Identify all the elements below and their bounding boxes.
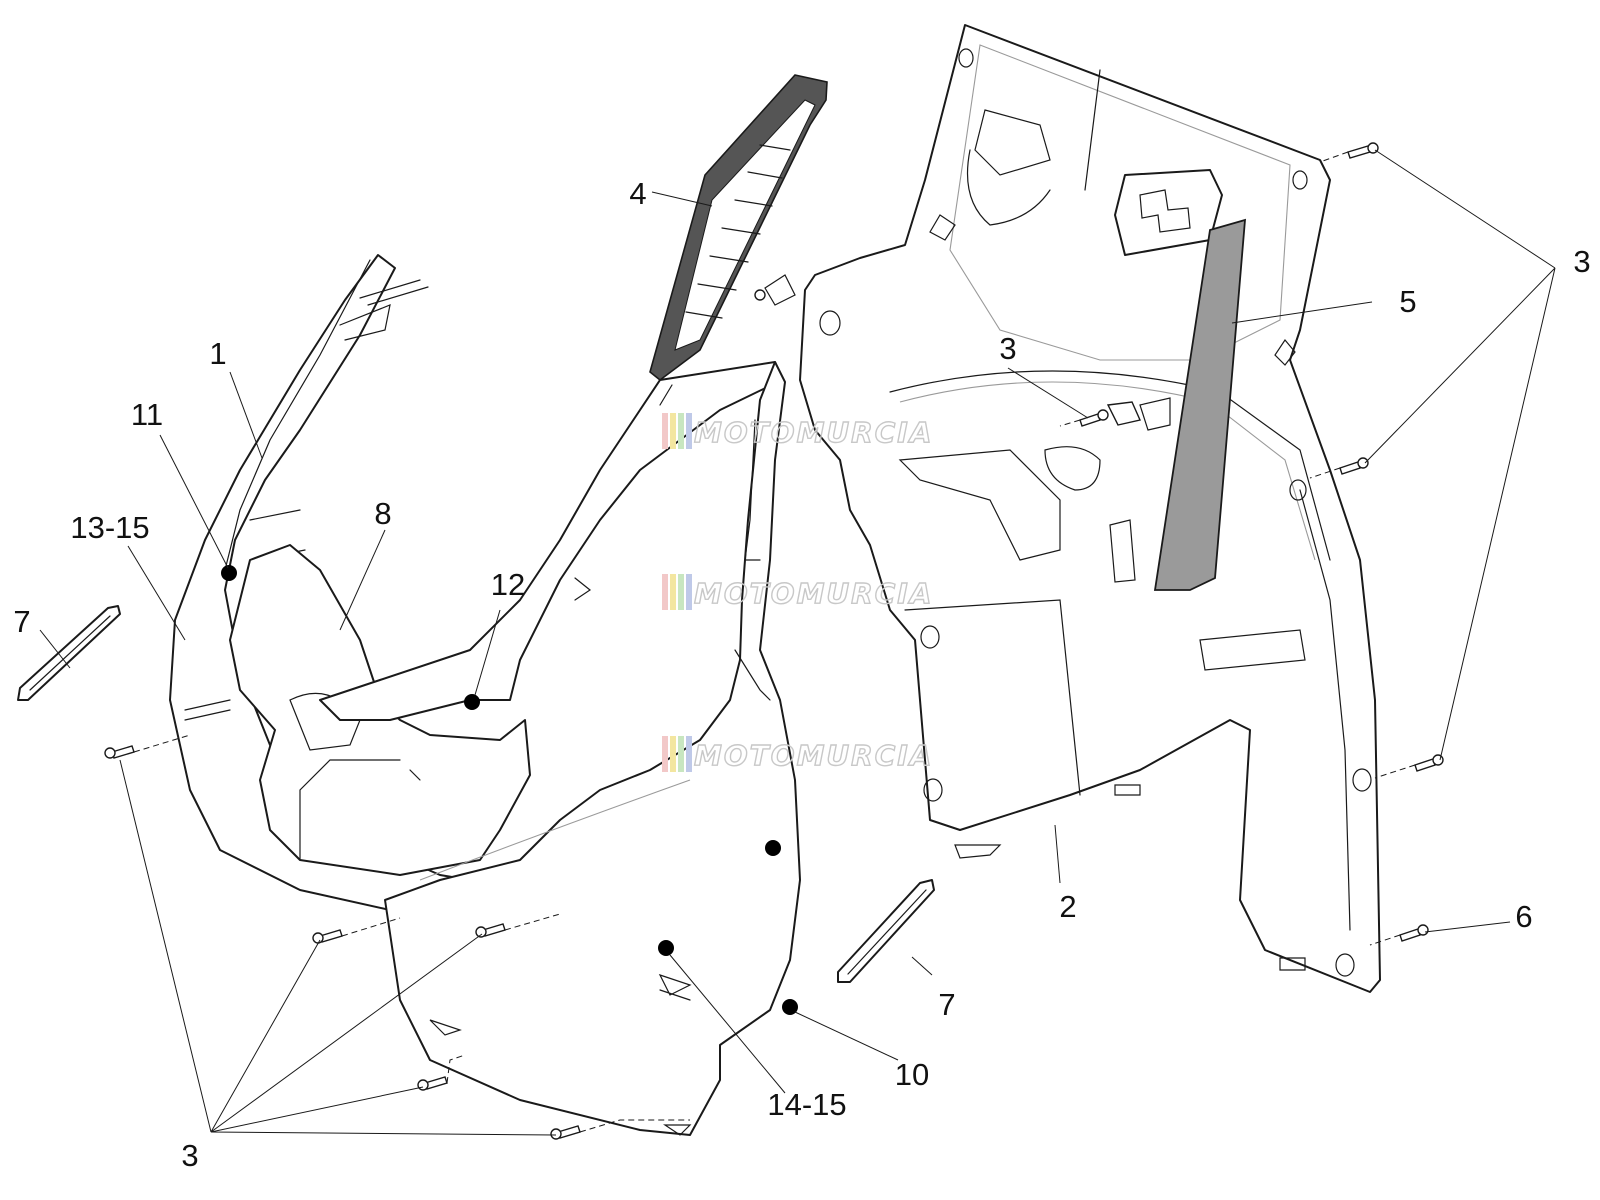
- watermark-stripe: [670, 413, 676, 449]
- watermark-stripe: [662, 736, 668, 772]
- callout-labels: 1 2 3 3 3 4 5 6 7 7 8 10 11 12 13-15 14-…: [13, 176, 1590, 1173]
- watermark-stripe: [686, 413, 692, 449]
- callout-2: 2: [1059, 889, 1076, 924]
- reference-dots: [221, 565, 798, 1015]
- watermark-stripe: [678, 574, 684, 610]
- callout-10: 10: [895, 1057, 929, 1092]
- leg-shield-part-2: [799, 24, 1381, 993]
- watermark-stripe: [662, 574, 668, 610]
- vent-grille-part-4: [649, 74, 828, 382]
- callout-13-15: 13-15: [70, 510, 149, 545]
- callout-7-left: 7: [13, 604, 30, 639]
- watermark-3: MOTOMURCIA: [662, 736, 933, 773]
- callout-8: 8: [374, 496, 391, 531]
- trim-strip-left-part-7: [17, 605, 121, 701]
- watermark-2: MOTOMURCIA: [662, 574, 933, 611]
- watermark-text: MOTOMURCIA: [694, 416, 933, 449]
- callout-3-right: 3: [1573, 244, 1590, 279]
- dot-10b: [782, 999, 798, 1015]
- dot-14-15: [658, 940, 674, 956]
- callout-7-right: 7: [938, 987, 955, 1022]
- watermark-stripe: [686, 574, 692, 610]
- assembly-axis-lines: [133, 151, 1416, 1133]
- callout-14-15: 14-15: [767, 1087, 846, 1122]
- watermark-stripe: [662, 413, 668, 449]
- screw-set: [104, 142, 1444, 1140]
- callout-11: 11: [131, 397, 163, 432]
- dot-11: [221, 565, 237, 581]
- watermark-stripe: [670, 736, 676, 772]
- glovebox-panel-part-5: [1114, 169, 1247, 591]
- callout-4: 4: [629, 176, 646, 211]
- watermark-stripe: [678, 736, 684, 772]
- callout-1: 1: [209, 336, 226, 371]
- callout-12: 12: [491, 567, 525, 602]
- watermark-stripe: [678, 413, 684, 449]
- watermark-stripe: [670, 574, 676, 610]
- watermark-stripe: [686, 736, 692, 772]
- callout-3-center: 3: [999, 331, 1016, 366]
- watermark-text: MOTOMURCIA: [694, 577, 933, 610]
- watermark-text: MOTOMURCIA: [694, 739, 933, 772]
- callout-5: 5: [1399, 284, 1416, 319]
- lower-cover-part-10: [384, 361, 801, 1136]
- dot-10a: [765, 840, 781, 856]
- watermark-1: MOTOMURCIA: [662, 413, 933, 450]
- callout-6: 6: [1515, 899, 1532, 934]
- trim-strip-right-part-7: [837, 879, 935, 983]
- callout-3-left: 3: [181, 1138, 198, 1173]
- dot-12: [464, 694, 480, 710]
- leader-lines: [39, 149, 1556, 1136]
